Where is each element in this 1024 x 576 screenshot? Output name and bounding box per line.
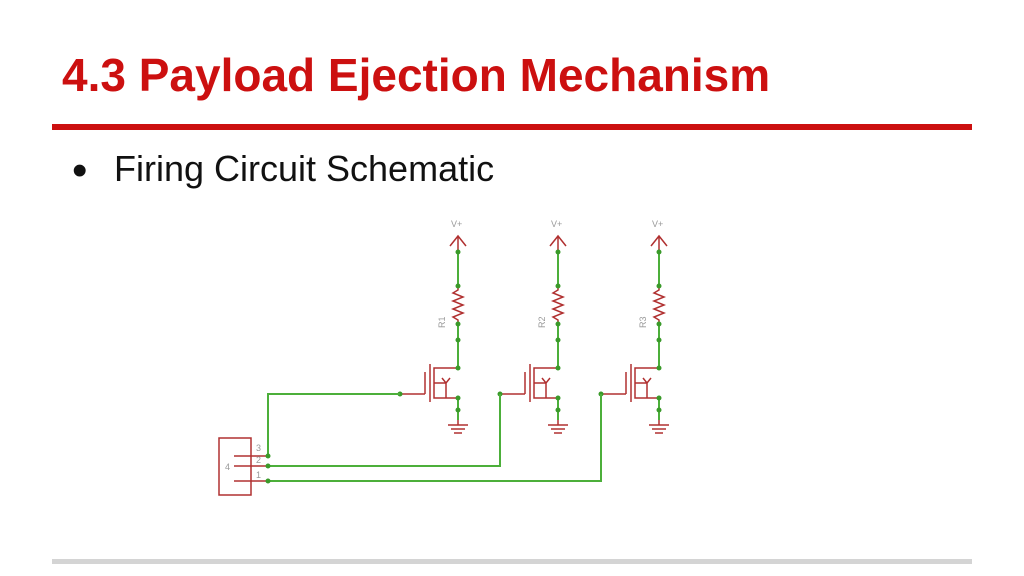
supply-arrow bbox=[549, 234, 567, 252]
node bbox=[656, 395, 662, 401]
resistor-label: R2 bbox=[537, 316, 547, 328]
pin-number: 3 bbox=[256, 443, 261, 453]
supply-label: V+ bbox=[652, 219, 663, 229]
resistor-label: R1 bbox=[437, 316, 447, 328]
driver-stage-3: V+ R3 bbox=[598, 219, 669, 434]
resistor-zigzag bbox=[651, 286, 667, 324]
node bbox=[656, 283, 662, 289]
supply-arrow bbox=[449, 234, 467, 252]
node bbox=[265, 478, 271, 484]
ground-symbol bbox=[649, 420, 669, 434]
node bbox=[555, 283, 561, 289]
resistor-zigzag bbox=[550, 286, 566, 324]
bullet-text: Firing Circuit Schematic bbox=[114, 148, 495, 189]
mosfet-symbol bbox=[424, 364, 458, 402]
node bbox=[555, 407, 561, 413]
node bbox=[455, 321, 461, 327]
node bbox=[555, 395, 561, 401]
node bbox=[455, 395, 461, 401]
node bbox=[265, 463, 271, 469]
node bbox=[656, 337, 662, 343]
supply-label: V+ bbox=[451, 219, 462, 229]
wire-pin3-gate1 bbox=[267, 393, 400, 456]
pin-number: 1 bbox=[256, 470, 261, 480]
footer-rule bbox=[52, 559, 972, 564]
connector-ref: 4 bbox=[225, 462, 230, 472]
node bbox=[455, 249, 461, 255]
ground-symbol bbox=[448, 420, 468, 434]
node bbox=[656, 365, 662, 371]
mosfet-symbol bbox=[524, 364, 558, 402]
node bbox=[555, 249, 561, 255]
node bbox=[555, 321, 561, 327]
node bbox=[656, 321, 662, 327]
bullet-dot-icon: • bbox=[72, 146, 88, 195]
supply-arrow bbox=[650, 234, 668, 252]
wire-pin1-gate3 bbox=[268, 394, 602, 482]
pin-number: 2 bbox=[256, 455, 261, 465]
node bbox=[265, 453, 271, 459]
wire-pin2-gate2 bbox=[268, 394, 501, 467]
mosfet-symbol bbox=[625, 364, 659, 402]
slide-title: 4.3 Payload Ejection Mechanism bbox=[62, 49, 771, 101]
node bbox=[455, 365, 461, 371]
header-connector: 3 2 1 4 bbox=[218, 437, 271, 496]
ground-symbol bbox=[548, 420, 568, 434]
node bbox=[656, 407, 662, 413]
node bbox=[455, 283, 461, 289]
resistor-label: R3 bbox=[638, 316, 648, 328]
node bbox=[455, 337, 461, 343]
node bbox=[656, 249, 662, 255]
title-underline bbox=[52, 124, 972, 130]
node bbox=[555, 337, 561, 343]
driver-stage-2: V+ R2 bbox=[497, 219, 568, 434]
resistor-zigzag bbox=[450, 286, 466, 324]
driver-stage-1: V+ R1 bbox=[397, 219, 468, 434]
node bbox=[455, 407, 461, 413]
supply-label: V+ bbox=[551, 219, 562, 229]
node bbox=[555, 365, 561, 371]
